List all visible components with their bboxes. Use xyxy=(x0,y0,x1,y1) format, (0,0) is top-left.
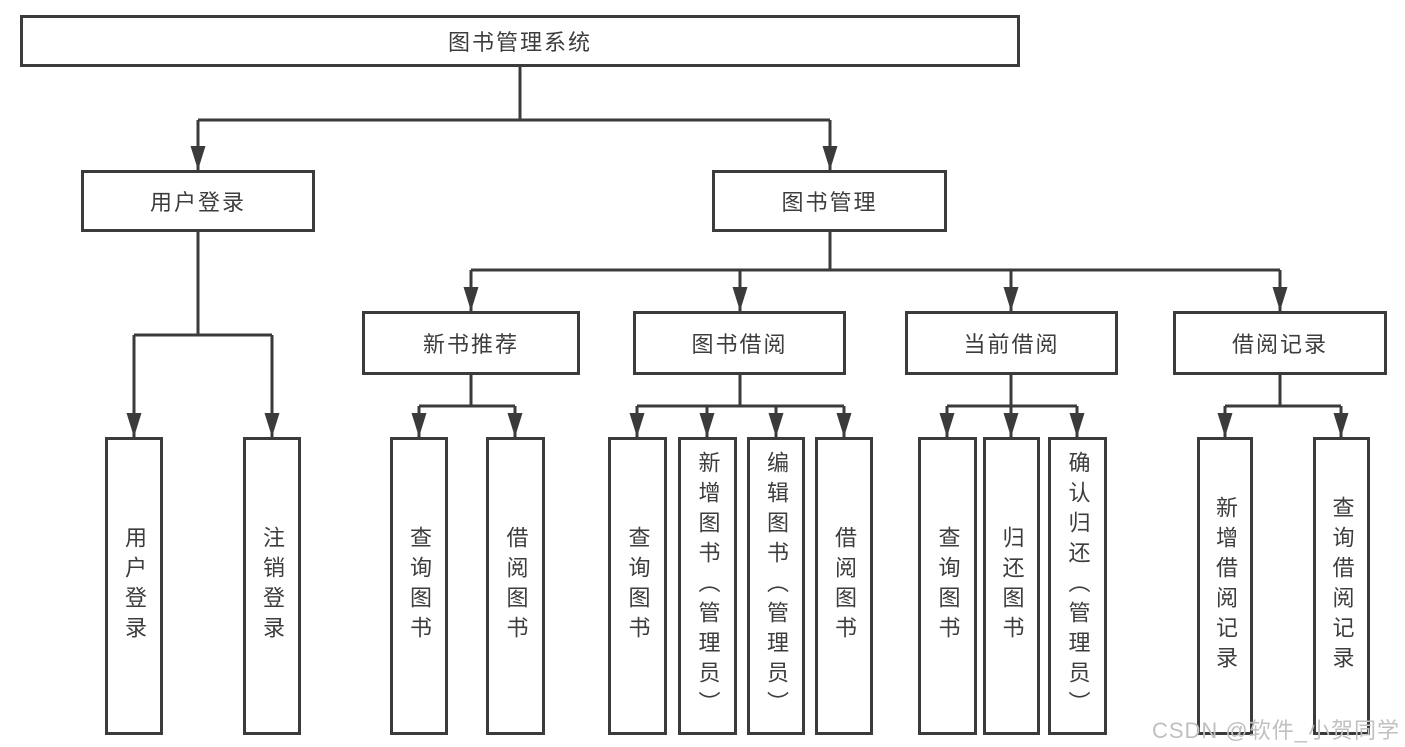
leaf-current-return-book: 归还图书 xyxy=(983,437,1040,735)
leaf-borrow-query-book: 查询图书 xyxy=(608,437,667,735)
arrow-down-icon xyxy=(822,146,838,170)
arrow-down-icon xyxy=(507,413,523,437)
node-label: 编辑图书（管理员） xyxy=(764,451,789,721)
connector-bookmgmt-to-level3 xyxy=(463,232,1288,311)
arrow-down-icon xyxy=(1069,413,1085,437)
node-label: 借阅图书 xyxy=(503,526,529,646)
node-label: 归还图书 xyxy=(999,526,1025,646)
leaf-newbook-borrow-book: 借阅图书 xyxy=(486,437,545,735)
leaf-borrow-add-book-admin: 新增图书（管理员） xyxy=(678,437,737,735)
leaf-logout: 注销登录 xyxy=(243,437,301,735)
node-label: 新增借阅记录 xyxy=(1213,496,1238,676)
leaf-borrow-edit-book-admin: 编辑图书（管理员） xyxy=(747,437,805,735)
arrow-down-icon xyxy=(190,146,206,170)
leaf-newbook-query-book: 查询图书 xyxy=(390,437,448,735)
leaf-record-query-record: 查询借阅记录 xyxy=(1313,437,1370,735)
node-label: 查询图书 xyxy=(935,526,961,646)
node-root-system: 图书管理系统 xyxy=(20,15,1020,67)
connector-root-to-level2 xyxy=(190,67,838,170)
node-label: 新增图书（管理员） xyxy=(695,451,721,721)
arrow-down-icon xyxy=(1003,287,1019,311)
arrow-down-icon xyxy=(1003,413,1019,437)
arrow-down-icon xyxy=(768,413,784,437)
arrow-down-icon xyxy=(264,413,280,437)
leaf-record-add-record: 新增借阅记录 xyxy=(1197,437,1253,735)
node-label: 用户登录 xyxy=(122,526,147,646)
node-label: 借阅记录 xyxy=(1231,332,1328,357)
node-borrow-record: 借阅记录 xyxy=(1173,311,1387,375)
arrow-down-icon xyxy=(1272,287,1288,311)
arrow-down-icon xyxy=(939,413,955,437)
node-label: 查询图书 xyxy=(625,526,651,646)
connector-borrow-to-leaves xyxy=(629,375,852,437)
connector-record-to-leaves xyxy=(1217,375,1349,437)
node-label: 查询图书 xyxy=(407,526,432,646)
connector-current-to-leaves xyxy=(939,375,1085,437)
node-current-borrow: 当前借阅 xyxy=(905,311,1118,375)
arrow-down-icon xyxy=(126,413,142,437)
arrow-down-icon xyxy=(463,287,479,311)
node-book-management: 图书管理 xyxy=(712,170,947,232)
node-label: 借阅图书 xyxy=(832,526,857,646)
connector-newbook-to-leaves xyxy=(411,375,523,437)
leaf-user-login: 用户登录 xyxy=(105,437,163,735)
node-label: 图书管理系统 xyxy=(447,30,592,55)
csdn-watermark: CSDN @软件_小贺同学 xyxy=(1151,718,1400,743)
connector-userlogin-to-leaves xyxy=(126,232,280,437)
leaf-current-confirm-return-admin: 确认归还（管理员） xyxy=(1048,437,1107,735)
arrow-down-icon xyxy=(836,413,852,437)
arrow-down-icon xyxy=(699,413,715,437)
leaf-current-query-book: 查询图书 xyxy=(918,437,977,735)
arrow-down-icon xyxy=(732,287,748,311)
node-label: 图书管理 xyxy=(781,190,878,215)
node-label: 确认归还（管理员） xyxy=(1065,451,1091,721)
arrow-down-icon xyxy=(411,413,427,437)
arrow-down-icon xyxy=(1333,413,1349,437)
node-book-borrow: 图书借阅 xyxy=(633,311,846,375)
arrow-down-icon xyxy=(629,413,645,437)
node-label: 新书推荐 xyxy=(422,332,519,357)
node-label: 当前借阅 xyxy=(963,332,1060,357)
node-label: 注销登录 xyxy=(260,526,285,646)
leaf-borrow-borrow-book: 借阅图书 xyxy=(815,437,873,735)
node-label: 查询借阅记录 xyxy=(1329,496,1355,676)
node-new-book-recommend: 新书推荐 xyxy=(362,311,580,375)
arrow-down-icon xyxy=(1217,413,1233,437)
node-label: 用户登录 xyxy=(149,190,246,215)
node-label: 图书借阅 xyxy=(691,332,788,357)
node-user-login: 用户登录 xyxy=(81,170,315,232)
